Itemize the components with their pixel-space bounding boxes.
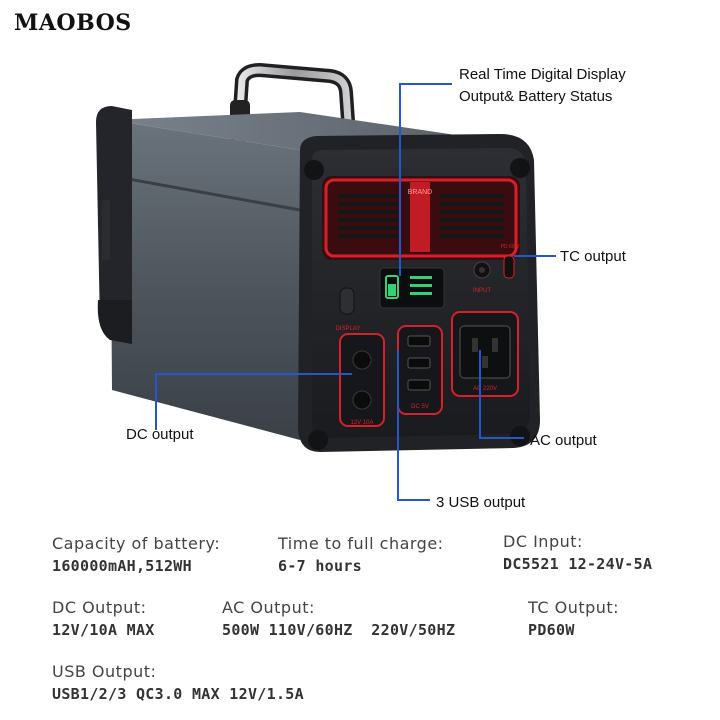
front-panel: BRAND DISPLAY INPUT PD 60W 12V 10A DC 5V: [298, 134, 540, 452]
spec-ac-output-value: 500W 110V/60HZ 220V/50HZ: [222, 621, 456, 639]
spec-dc-output-value: 12V/10A MAX: [52, 621, 155, 639]
spec-dc-input: DC Input: DC5521 12-24V-5A: [503, 532, 652, 573]
spec-dc-output: DC Output: 12V/10A MAX: [52, 598, 155, 639]
spec-usb-output: USB Output: USB1/2/3 QC3.0 MAX 12V/1.5A: [52, 662, 304, 703]
spec-capacity: Capacity of battery: 160000mAH,512WH: [52, 534, 220, 575]
spec-usb-output-label: USB Output:: [52, 662, 157, 681]
svg-text:BRAND: BRAND: [408, 189, 433, 196]
callout-tc: TC output: [560, 248, 626, 265]
svg-text:INPUT: INPUT: [473, 288, 491, 294]
svg-text:AC 220V: AC 220V: [473, 386, 497, 392]
spec-dc-input-label: DC Input:: [503, 532, 583, 551]
svg-text:12V 10A: 12V 10A: [350, 420, 373, 426]
spec-charge-time-label: Time to full charge:: [278, 534, 444, 553]
brand-logo: MAOBOS: [14, 10, 132, 36]
callout-display-line2: Output& Battery Status: [459, 88, 613, 105]
spec-tc-output-label: TC Output:: [528, 598, 620, 617]
spec-dc-output-label: DC Output:: [52, 598, 147, 617]
spec-charge-time: Time to full charge: 6-7 hours: [278, 534, 444, 575]
housing-side: [96, 106, 490, 440]
spec-charge-time-value: 6-7 hours: [278, 557, 362, 575]
svg-text:PD 60W: PD 60W: [501, 244, 520, 250]
spec-capacity-value: 160000mAH,512WH: [52, 557, 192, 575]
callout-dc: DC output: [126, 426, 194, 443]
svg-text:DC 5V: DC 5V: [411, 404, 429, 410]
spec-tc-output-value: PD60W: [528, 621, 575, 639]
spec-ac-output: AC Output: 500W 110V/60HZ 220V/50HZ: [222, 598, 455, 639]
spec-dc-input-value: DC5521 12-24V-5A: [503, 555, 653, 573]
spec-tc-output: TC Output: PD60W: [528, 598, 619, 639]
spec-capacity-label: Capacity of battery:: [52, 534, 221, 553]
callout-usb: 3 USB output: [436, 494, 526, 511]
svg-text:DISPLAY: DISPLAY: [336, 326, 361, 332]
callout-ac: AC output: [530, 432, 597, 449]
callout-display-line1: Real Time Digital Display: [459, 66, 626, 83]
power-station-image: BRAND DISPLAY INPUT PD 60W 12V 10A DC 5V: [96, 62, 556, 501]
spec-usb-output-value: USB1/2/3 QC3.0 MAX 12V/1.5A: [52, 685, 304, 703]
spec-ac-output-label: AC Output:: [222, 598, 315, 617]
callout-display: Real Time Digital Display Output& Batter…: [459, 64, 626, 108]
callout-lines: [155, 83, 556, 501]
